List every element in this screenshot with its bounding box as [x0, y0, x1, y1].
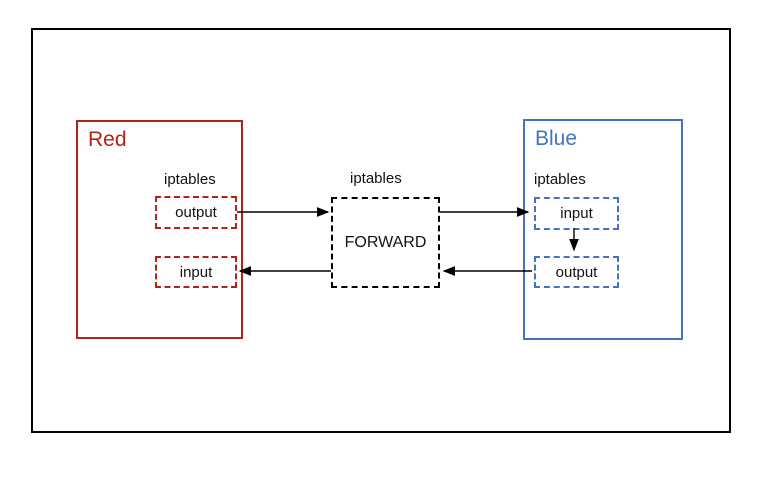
red-input-chain-box: input [155, 256, 237, 288]
red-host-title: Red [88, 128, 127, 151]
blue-host-box: Blue iptables input output [523, 119, 683, 340]
red-input-chain-label: input [179, 263, 213, 281]
diagram-outer-frame [31, 28, 731, 433]
blue-output-chain-label: output [555, 263, 598, 281]
forward-chain-box: FORWARD [331, 197, 440, 288]
blue-iptables-label: iptables [534, 171, 586, 188]
blue-input-chain-label: input [560, 205, 593, 222]
forward-chain-label: FORWARD [344, 233, 427, 251]
blue-input-chain-box: input [534, 197, 619, 230]
red-output-chain-label: output [175, 204, 217, 221]
blue-output-chain-box: output [534, 256, 619, 288]
blue-host-title: Blue [535, 127, 578, 150]
red-iptables-label: iptables [164, 171, 216, 188]
forward-iptables-label: iptables [350, 170, 402, 187]
red-host-box: Red iptables output input [76, 120, 243, 339]
red-output-chain-box: output [155, 196, 237, 229]
